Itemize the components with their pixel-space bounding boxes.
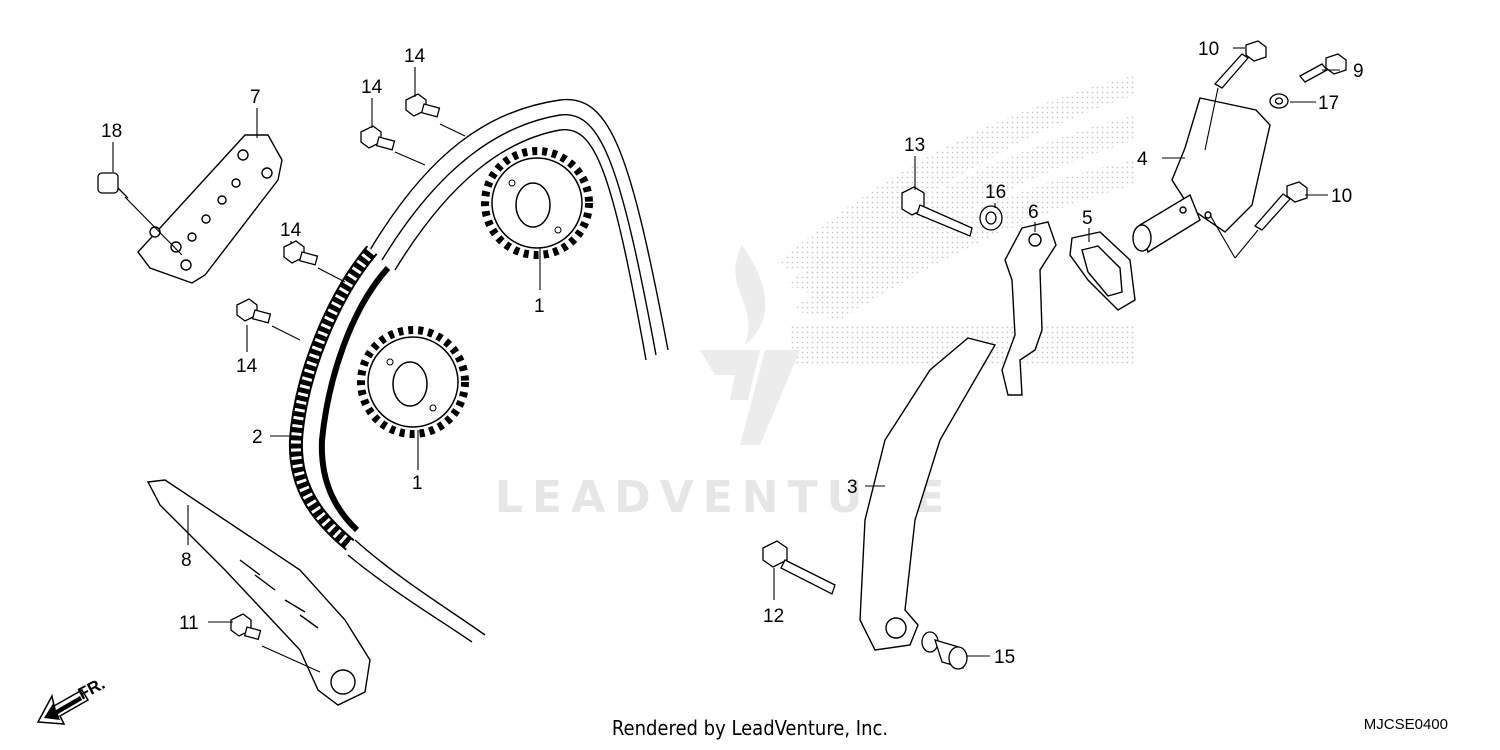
chain-guide-bracket	[137, 134, 283, 284]
bolt-14-leader-lines	[271, 123, 466, 341]
upper-cam-sprocket	[481, 147, 593, 259]
bolt-9	[1298, 53, 1347, 83]
callout-12: 12	[763, 606, 784, 627]
lifter-bolt-leaders	[1204, 87, 1259, 259]
bolt-14-third	[283, 240, 319, 266]
callout-14-third: 14	[280, 220, 302, 241]
callout-8: 8	[181, 550, 192, 571]
bolt-12	[762, 540, 836, 595]
bolt-10-right	[1253, 181, 1308, 231]
callout-leaders	[112, 47, 1340, 657]
bolt-11	[230, 613, 262, 641]
bolt-14-second	[360, 125, 396, 151]
bolt-11-leader	[261, 645, 321, 673]
callout-4: 4	[1137, 149, 1148, 170]
callout-18: 18	[101, 121, 122, 142]
callout-1-lower: 1	[412, 473, 423, 494]
diagram-code: MJCSE0400	[1363, 716, 1448, 733]
cam-chain-loop	[347, 98, 669, 643]
callout-11: 11	[179, 613, 199, 634]
callout-14-fourth: 14	[236, 356, 258, 377]
callout-10-top: 10	[1198, 39, 1219, 60]
callout-3: 3	[847, 477, 858, 498]
callout-17: 17	[1318, 93, 1339, 114]
honda-wing-watermark	[775, 75, 1135, 365]
chain-guide-lower	[146, 479, 371, 706]
callout-7: 7	[250, 87, 261, 108]
bolt-14-fourth	[236, 298, 272, 324]
callout-1-upper: 1	[534, 296, 545, 317]
bolt-18-leader	[124, 196, 183, 256]
callout-9: 9	[1353, 61, 1364, 82]
bolt-18	[97, 172, 129, 199]
callout-2: 2	[252, 427, 263, 448]
bolt-10-top	[1213, 40, 1267, 89]
tensioner-lifter-gasket	[1001, 221, 1057, 396]
rendered-by-footer: Rendered by LeadVenture, Inc.	[611, 716, 889, 740]
washer-16	[979, 205, 1003, 231]
bolt-13	[901, 186, 973, 237]
lower-cam-sprocket	[357, 326, 469, 438]
bolt-14-top	[405, 93, 441, 118]
callout-13: 13	[904, 135, 925, 156]
washer-17	[1269, 93, 1289, 109]
callout-14-second: 14	[361, 77, 383, 98]
collar-bolt-15	[921, 631, 968, 670]
callout-14-top: 14	[404, 46, 426, 67]
tensioner-lifter-plate	[1069, 231, 1136, 311]
chain-tensioner-arm	[859, 337, 997, 651]
callout-6: 6	[1028, 202, 1039, 223]
callout-15: 15	[994, 647, 1015, 668]
callout-10-right: 10	[1331, 186, 1352, 207]
cam-chain	[288, 245, 391, 551]
callout-16: 16	[985, 182, 1006, 203]
tensioner-lifter	[1132, 97, 1271, 254]
callout-5: 5	[1082, 208, 1093, 229]
